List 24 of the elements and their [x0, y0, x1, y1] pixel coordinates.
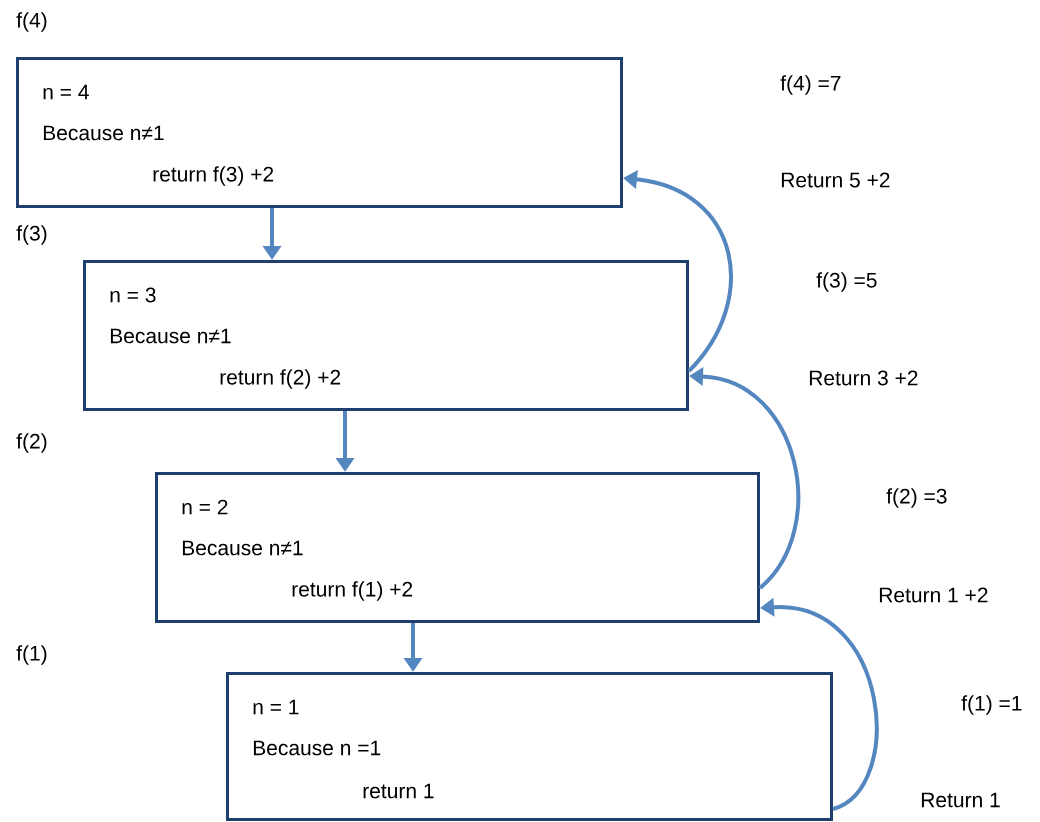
- note-label: Return 1: [921, 792, 1000, 808]
- note-label: f(2): [16, 433, 47, 453]
- box-text: n = 1: [253, 699, 299, 715]
- note-label: f(3): [16, 225, 47, 245]
- note-label: Return 1 +2: [879, 587, 988, 603]
- note-label: f(4) =7: [780, 75, 841, 95]
- box-text: Because n≠1: [43, 125, 164, 141]
- box-text: return f(3) +2: [153, 166, 274, 186]
- box-text: Because n≠1: [110, 328, 231, 344]
- box-text: n = 4: [43, 84, 89, 100]
- box-text: return 1: [363, 783, 434, 799]
- call-label: f(4): [16, 12, 47, 32]
- note-label: Return 3 +2: [809, 370, 918, 386]
- edge-label: f(2) =3: [886, 488, 947, 508]
- box-text: return f(1) +2: [292, 581, 413, 601]
- note-label: Return 5 +2: [781, 172, 890, 188]
- edge-label: f(3) =5: [816, 272, 877, 292]
- note-label: f(1): [16, 645, 47, 665]
- box-text: Because n =1: [253, 740, 381, 756]
- box-text: n = 3: [110, 287, 156, 303]
- box-text: return f(2) +2: [220, 369, 341, 389]
- edge-label: f(1) =1: [961, 695, 1022, 715]
- box-text: Because n≠1: [182, 540, 303, 556]
- box-text: n = 2: [182, 499, 228, 515]
